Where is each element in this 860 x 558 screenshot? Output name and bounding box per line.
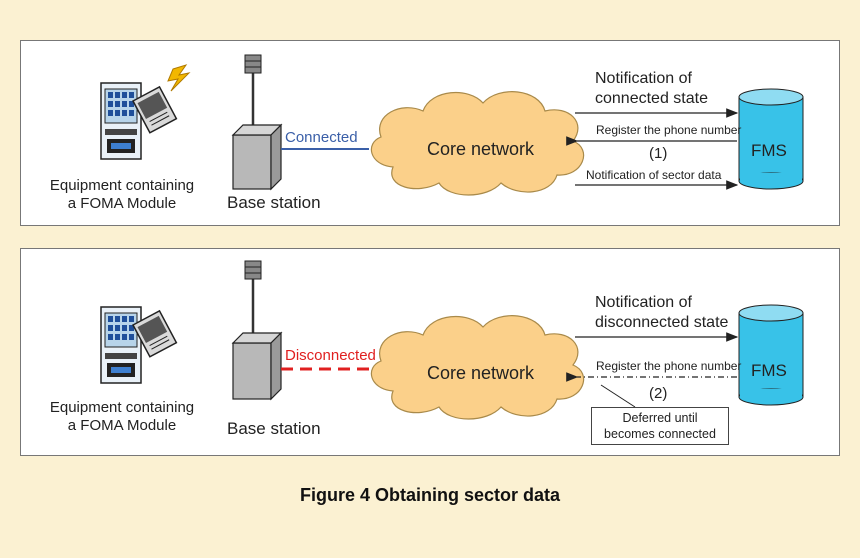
link-status-label: Connected — [285, 129, 358, 146]
base-station-label: Base station — [227, 419, 321, 438]
figure-caption: Figure 4 Obtaining sector data — [299, 485, 561, 505]
deferred-line1: Deferred until — [622, 411, 698, 425]
fms-database-icon — [738, 88, 804, 190]
core-network-label: Core network — [427, 139, 535, 159]
notification-line1: Notification of — [595, 70, 692, 87]
disconnected-scenario-panel: Equipment containing a FOMA Module Base … — [20, 248, 840, 456]
equipment-label-line1: Equipment containing — [49, 399, 195, 416]
notification-line2: connected state — [595, 90, 708, 107]
core-network-cloud-shape — [370, 315, 585, 420]
core-network-label: Core network — [427, 363, 535, 383]
link-status-label: Disconnected — [285, 347, 376, 364]
connected-diagram-graphics — [100, 54, 804, 196]
lightning-icon — [167, 64, 191, 92]
step-number: (2) — [649, 385, 668, 402]
register-phone-label: Register the phone number — [596, 359, 742, 373]
step-number: (1) — [649, 145, 668, 162]
equipment-label: Equipment containing a FOMA Module — [37, 177, 207, 213]
fms-database-icon — [738, 304, 804, 406]
notification-disconnected-label: Notification of disconnected state — [595, 293, 728, 333]
notification-line2: disconnected state — [595, 314, 729, 331]
vending-machine-icon — [100, 82, 142, 160]
notification-line1: Notification of — [595, 294, 692, 311]
sector-data-label: Notification of sector data — [586, 168, 722, 182]
deferred-note-box: Deferred until becomes connected — [591, 407, 729, 445]
register-phone-label: Register the phone number — [596, 123, 742, 137]
base-station-label: Base station — [227, 193, 321, 212]
connected-scenario-panel: Equipment containing a FOMA Module Base … — [20, 40, 840, 226]
foma-module-icon — [131, 309, 178, 358]
deferred-pointer-line — [600, 384, 636, 408]
equipment-label-line2: a FOMA Module — [67, 417, 177, 434]
core-network-cloud-shape — [370, 91, 585, 196]
deferred-line2: becomes connected — [604, 427, 716, 441]
notification-connected-label: Notification of connected state — [595, 69, 708, 109]
base-station-icon — [231, 54, 283, 191]
foma-module-icon — [131, 85, 178, 134]
fms-label: FMS — [751, 141, 787, 160]
disconnected-diagram-graphics — [100, 260, 804, 420]
fms-label: FMS — [751, 361, 787, 380]
base-station-icon — [231, 260, 283, 401]
equipment-label-line2: a FOMA Module — [67, 195, 177, 212]
equipment-label-line1: Equipment containing — [49, 177, 195, 194]
equipment-label: Equipment containing a FOMA Module — [37, 399, 207, 435]
vending-machine-icon — [100, 306, 142, 384]
